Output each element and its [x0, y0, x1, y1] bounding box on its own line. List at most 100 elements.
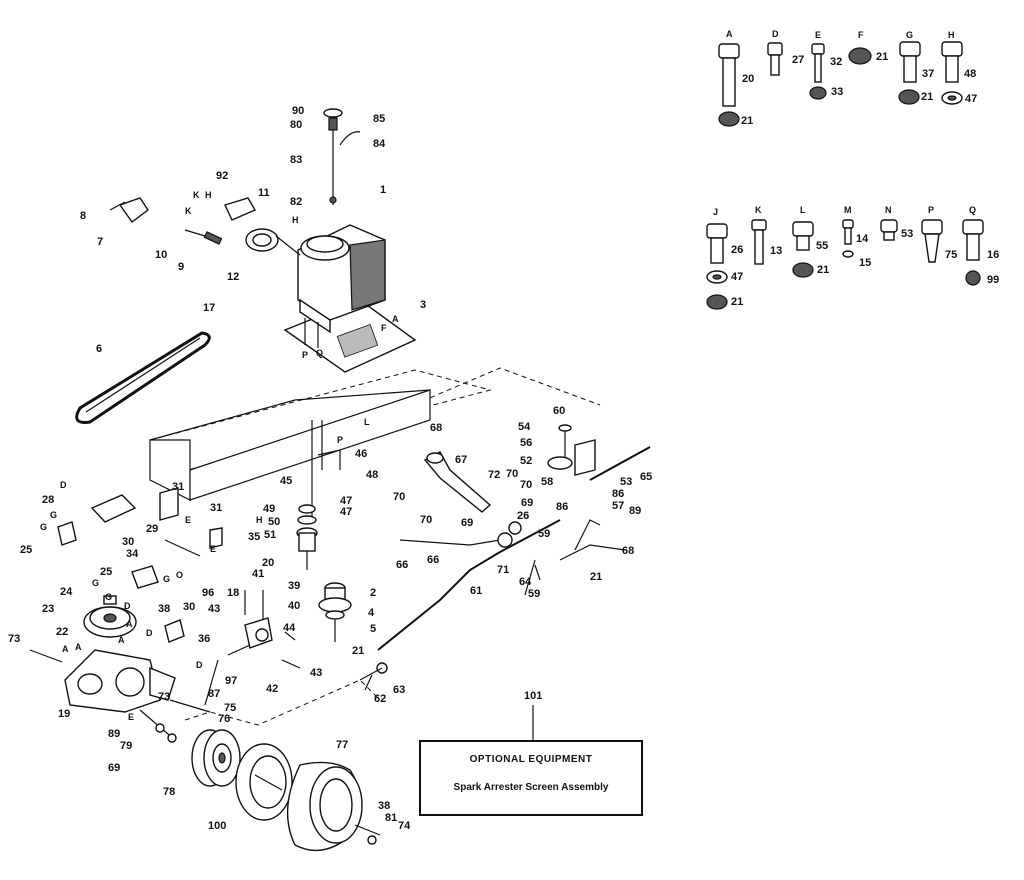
- callout-42: 42: [266, 683, 278, 695]
- callout-69: 69: [461, 517, 473, 529]
- svg-text:F: F: [381, 323, 387, 333]
- callout-38: 38: [158, 603, 170, 615]
- callout-97: 97: [225, 675, 237, 687]
- callout-75: 75: [224, 702, 236, 714]
- svg-text:G: G: [40, 522, 47, 532]
- bracket-right: [547, 424, 651, 561]
- svg-text:F: F: [858, 30, 864, 40]
- crank-lever: [423, 451, 492, 513]
- callout-59a: 59: [538, 528, 550, 540]
- callout-38b: 38: [378, 800, 390, 812]
- callout-46: 46: [355, 448, 367, 460]
- callout-96: 96: [202, 587, 214, 599]
- drive-belt: [75, 331, 211, 424]
- svg-text:A: A: [75, 642, 82, 652]
- svg-text:14: 14: [856, 233, 869, 245]
- callout-77: 77: [336, 739, 348, 751]
- svg-text:H: H: [205, 190, 212, 200]
- callout-51: 51: [264, 529, 276, 541]
- svg-text:75: 75: [945, 249, 957, 261]
- svg-text:21: 21: [731, 296, 743, 308]
- svg-text:21: 21: [741, 115, 753, 127]
- svg-text:A: A: [726, 29, 733, 39]
- svg-text:A: A: [126, 619, 133, 629]
- callout-labels: 90 80 85 84 83 82 1 92 11 8 7 10 9 12 17…: [8, 105, 652, 832]
- svg-text:G: G: [163, 574, 170, 584]
- callout-30b: 30: [183, 601, 195, 613]
- svg-text:O: O: [176, 570, 183, 580]
- wheel-rim: [235, 743, 293, 821]
- callout-66b: 66: [427, 554, 439, 566]
- callout-24: 24: [60, 586, 73, 598]
- svg-text:16: 16: [987, 249, 999, 261]
- callout-25a: 25: [20, 544, 32, 556]
- svg-text:D: D: [196, 660, 203, 670]
- callout-25b: 25: [100, 566, 112, 578]
- callout-58: 58: [541, 476, 553, 488]
- callout-52: 52: [520, 455, 532, 467]
- svg-text:K: K: [185, 206, 192, 216]
- callout-92: 92: [216, 170, 228, 182]
- callout-56: 56: [520, 437, 532, 449]
- svg-text:E: E: [815, 30, 821, 40]
- callout-83: 83: [290, 154, 302, 166]
- svg-text:G: G: [906, 30, 913, 40]
- callout-69c: 69: [108, 762, 120, 774]
- svg-text:P: P: [928, 205, 934, 215]
- svg-text:H: H: [256, 515, 263, 525]
- brake-parts: [164, 590, 301, 706]
- svg-text:L: L: [364, 417, 370, 427]
- callout-30a: 30: [122, 536, 134, 548]
- callout-70b: 70: [520, 479, 532, 491]
- svg-text:33: 33: [831, 86, 843, 98]
- callout-21b: 21: [352, 645, 364, 657]
- svg-text:N: N: [885, 205, 892, 215]
- svg-text:37: 37: [922, 68, 934, 80]
- svg-text:A: A: [118, 635, 125, 645]
- callout-5: 5: [370, 623, 376, 635]
- callout-39: 39: [288, 580, 300, 592]
- drive-pulley-2: [318, 582, 352, 642]
- callout-19: 19: [58, 708, 70, 720]
- svg-text:A: A: [62, 644, 69, 654]
- callout-72: 72: [488, 469, 500, 481]
- callout-50: 50: [268, 516, 280, 528]
- callout-4: 4: [368, 607, 375, 619]
- callout-29: 29: [146, 523, 158, 535]
- callout-36: 36: [198, 633, 210, 645]
- dipstick: [323, 108, 361, 205]
- wheel-hub: [191, 729, 241, 787]
- callout-64: 64: [519, 576, 532, 588]
- svg-text:D: D: [772, 29, 779, 39]
- callout-43b: 43: [310, 667, 322, 679]
- svg-text:K: K: [755, 205, 762, 215]
- frame-outline: [149, 367, 601, 726]
- svg-text:47: 47: [731, 271, 743, 283]
- callout-10: 10: [155, 249, 167, 261]
- transaxle-pulley: [83, 595, 137, 638]
- callout-80: 80: [290, 119, 302, 131]
- svg-text:20: 20: [742, 73, 754, 85]
- svg-text:E: E: [185, 515, 191, 525]
- callout-69b: 69: [521, 497, 533, 509]
- svg-text:E: E: [128, 712, 134, 722]
- callout-44: 44: [283, 622, 296, 634]
- optional-equipment-title: OPTIONAL EQUIPMENT: [469, 754, 593, 765]
- shift-linkage: [377, 519, 561, 651]
- callout-79: 79: [120, 740, 132, 752]
- callout-101: 101: [524, 690, 542, 702]
- callout-70d: 70: [420, 514, 432, 526]
- callout-76: 76: [218, 713, 230, 725]
- callout-68b: 68: [622, 545, 634, 557]
- callout-87: 87: [208, 688, 220, 700]
- callout-17: 17: [203, 302, 215, 314]
- svg-text:D: D: [124, 601, 131, 611]
- bracket-7: [109, 197, 149, 223]
- callout-74: 74: [398, 820, 411, 832]
- callout-43: 43: [208, 603, 220, 615]
- callout-73b: 73: [158, 691, 170, 703]
- svg-text:47: 47: [965, 93, 977, 105]
- callout-8: 8: [80, 210, 86, 222]
- callout-100: 100: [208, 820, 226, 832]
- spark-arrester-item: Spark Arrester Screen Assembly: [453, 782, 609, 793]
